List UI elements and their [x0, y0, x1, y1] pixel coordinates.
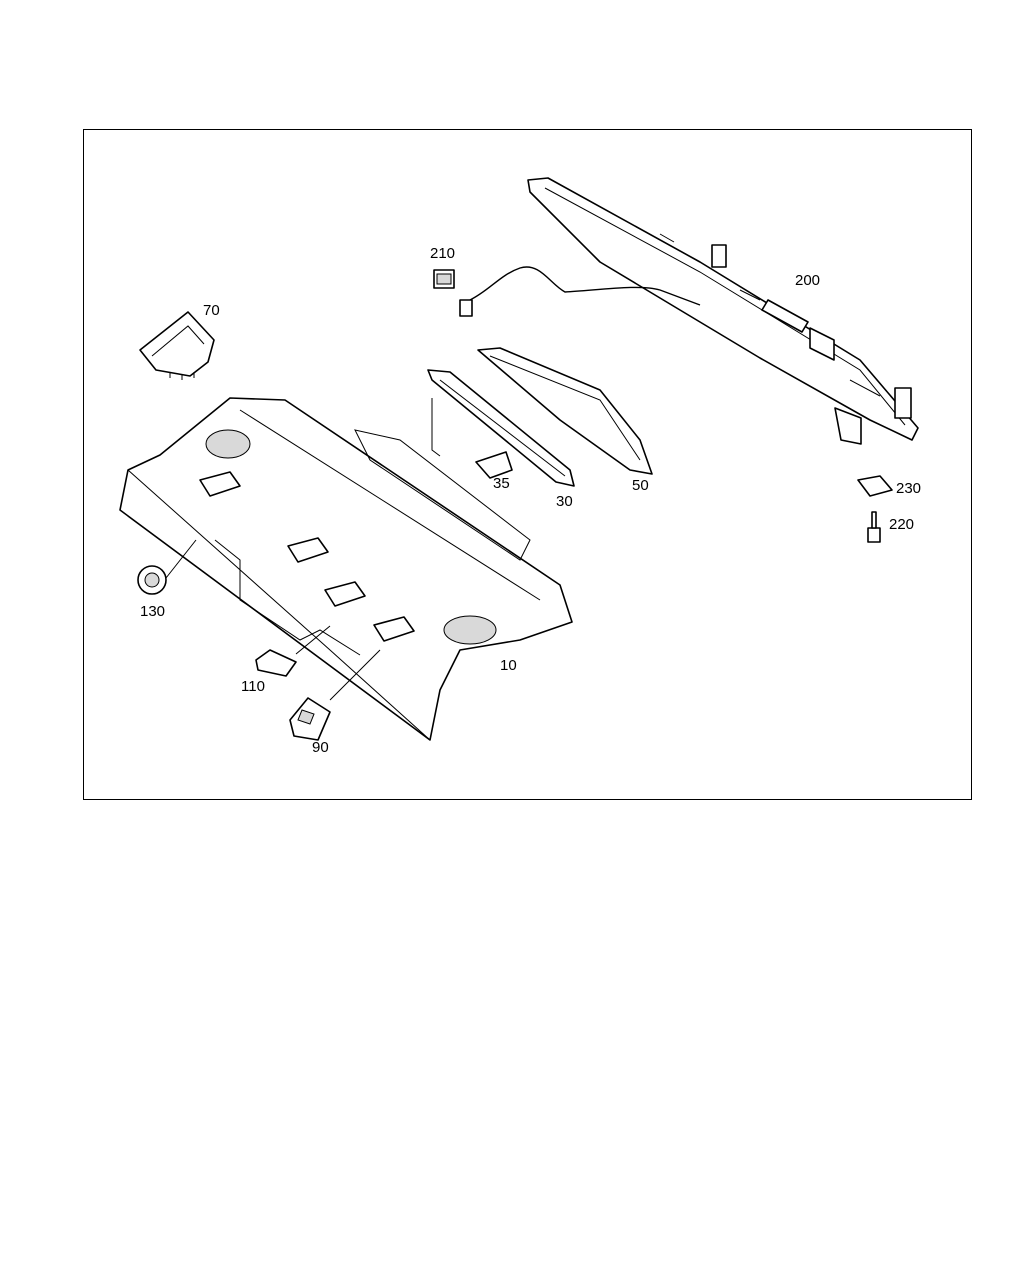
- part-50-panel[interactable]: [477, 347, 653, 475]
- part-30-strip[interactable]: [427, 369, 575, 487]
- part-230-clip[interactable]: [857, 475, 893, 497]
- part-210-connector[interactable]: [433, 269, 473, 317]
- part-35-bracket[interactable]: [475, 451, 513, 479]
- callout-10: 10: [500, 657, 517, 674]
- diagram-frame: [83, 129, 972, 800]
- part-110-insert[interactable]: [255, 625, 331, 677]
- callout-210: 210: [430, 245, 455, 262]
- part-200-rail[interactable]: [527, 177, 919, 445]
- callout-110: 110: [241, 678, 265, 695]
- callout-90: 90: [312, 739, 329, 756]
- callout-50: 50: [632, 477, 649, 494]
- callout-70: 70: [203, 302, 220, 319]
- callout-200: 200: [795, 272, 820, 289]
- part-220-screw[interactable]: [867, 511, 881, 543]
- part-10-shelf[interactable]: [119, 397, 573, 741]
- callout-35: 35: [493, 475, 510, 492]
- part-90-switch[interactable]: [289, 649, 381, 741]
- callout-220: 220: [889, 516, 914, 533]
- part-130-grille[interactable]: [137, 539, 197, 595]
- callout-130: 130: [140, 603, 165, 620]
- callout-30: 30: [556, 493, 573, 510]
- callout-230: 230: [896, 480, 921, 497]
- part-200-cable[interactable]: [469, 266, 701, 306]
- part-70-cover[interactable]: [139, 311, 215, 380]
